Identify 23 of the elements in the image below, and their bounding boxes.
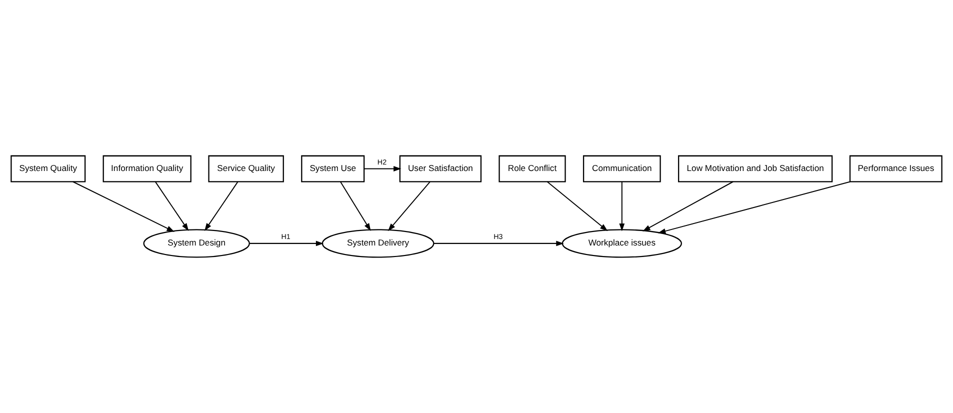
arrow (619, 182, 625, 232)
node-ellipse: System Delivery (322, 229, 434, 258)
arrow (546, 181, 608, 232)
arrow (364, 166, 402, 172)
node-box: Communication (582, 155, 661, 182)
node-box: Role Conflict (498, 155, 566, 182)
node-box: Performance Issues (849, 155, 942, 182)
arrow (204, 182, 238, 231)
arrow (642, 181, 734, 232)
arrow (155, 182, 189, 231)
arrow (434, 240, 564, 246)
arrow (340, 182, 371, 232)
node-ellipse: System Design (143, 229, 250, 258)
arrow (72, 181, 174, 232)
node-box: Service Quality (208, 155, 284, 182)
node-box: System Use (301, 155, 365, 182)
node-box: Information Quality (102, 155, 192, 182)
arrow (388, 182, 430, 232)
node-box: User Satisfaction (399, 155, 482, 182)
arrow (250, 240, 324, 246)
node-box: Low Motivation and Job Satisfaction (678, 155, 833, 182)
arrow (658, 181, 850, 234)
node-box: System Quality (10, 155, 86, 182)
